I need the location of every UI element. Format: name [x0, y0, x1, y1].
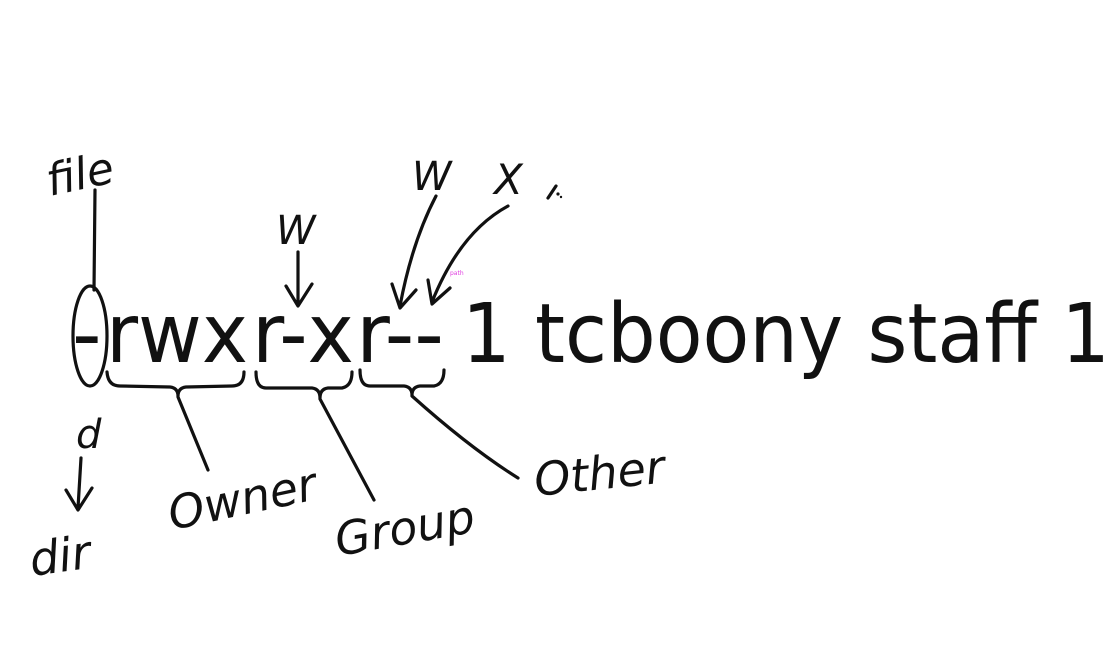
dir-label: dir	[26, 525, 97, 587]
owner-permissions: rwx	[106, 287, 248, 382]
permission-string: - rwx r-x r-- 1 tcboony staff 1	[72, 287, 1110, 382]
file-pointer-line	[92, 188, 97, 292]
w-other-label: W	[412, 154, 453, 200]
w-group-arrow	[284, 250, 314, 308]
group-label: Group	[331, 489, 479, 567]
tiny-mark: path	[450, 270, 464, 277]
group-permissions: r-x	[252, 287, 354, 382]
x-other-arrow	[426, 204, 510, 306]
w-other-arrow	[390, 194, 438, 310]
file-label: file	[42, 143, 119, 207]
d-label: d	[76, 412, 102, 458]
other-label: Other	[532, 439, 671, 507]
owner-label: Owner	[163, 456, 324, 541]
x-other-label: X	[492, 155, 524, 204]
group-pointer-line	[318, 397, 376, 502]
file-type-circle	[71, 284, 109, 388]
w-group-label: W	[276, 208, 317, 254]
listing-rest: 1 tcboony staff 1	[462, 287, 1110, 382]
owner-pointer-line	[176, 395, 210, 472]
pen-cursor-icon	[546, 184, 563, 200]
other-pointer-line	[410, 394, 520, 480]
d-to-dir-arrow	[64, 456, 94, 512]
